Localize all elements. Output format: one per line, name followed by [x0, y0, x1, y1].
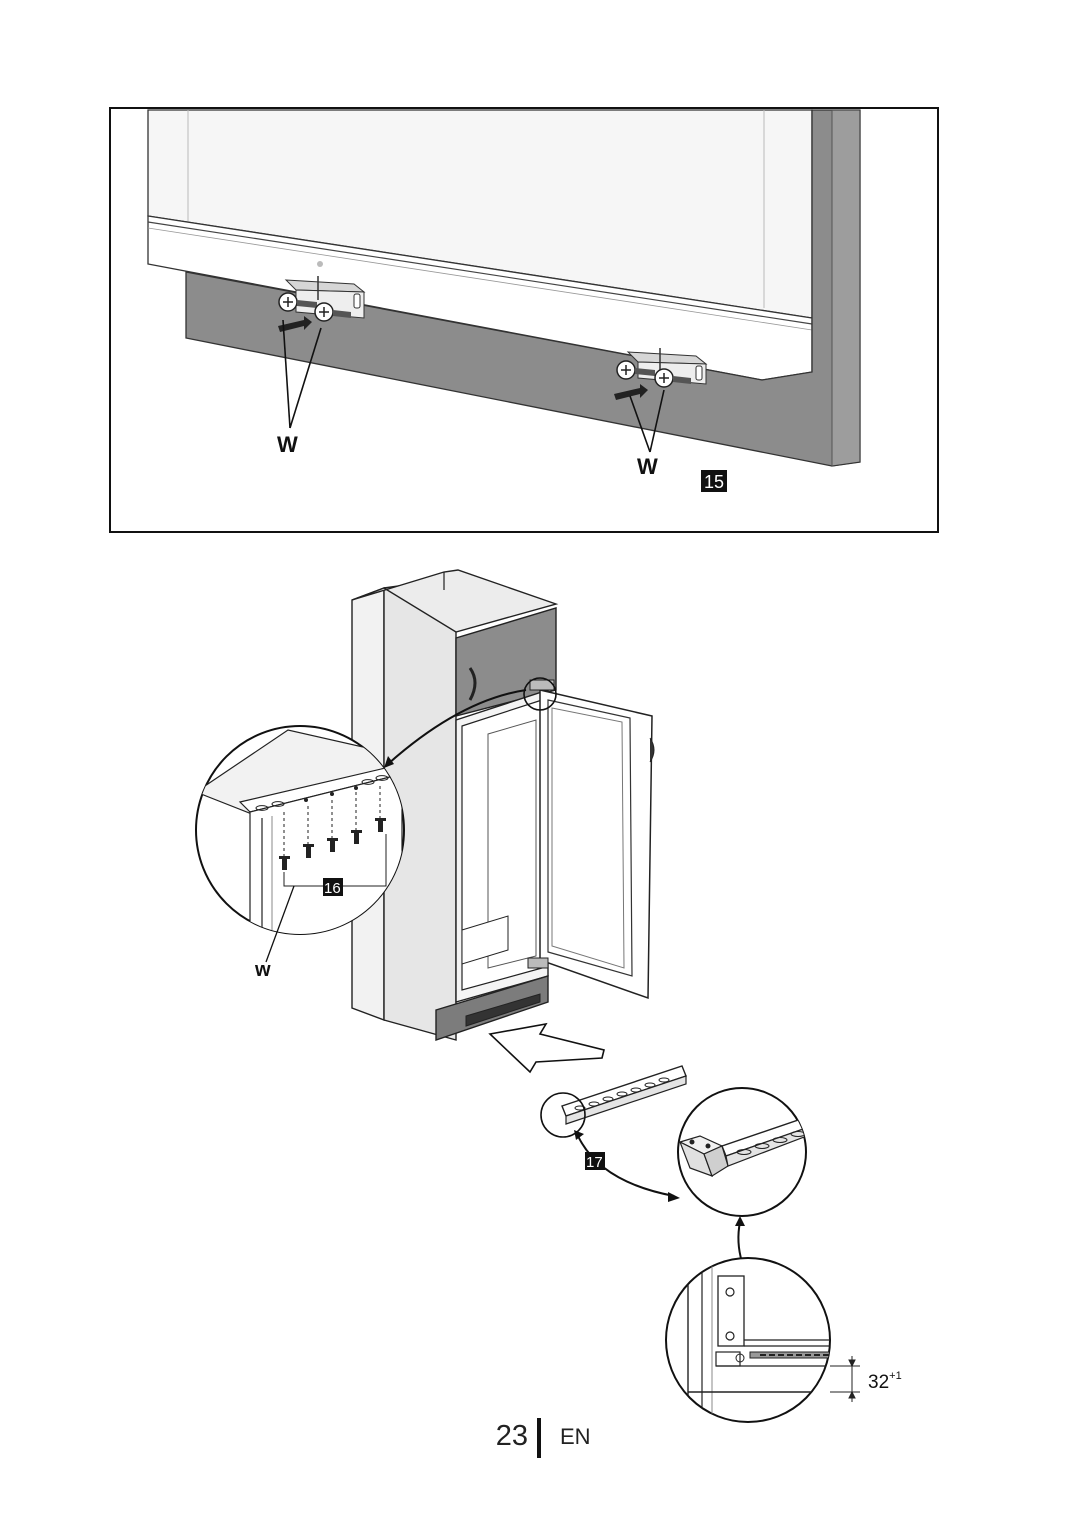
insert-arrow-icon — [488, 1022, 605, 1074]
figure-17: 17 — [488, 1022, 902, 1423]
footer-divider — [537, 1418, 541, 1458]
detail-circle-17a — [677, 1087, 807, 1217]
language-code: EN — [560, 1424, 591, 1449]
open-door — [527, 679, 655, 1000]
leader-line-16 — [265, 885, 295, 963]
label-w-left: W — [277, 432, 298, 457]
detail-marker-circle — [540, 1092, 586, 1138]
callout-arrow — [737, 1221, 743, 1263]
page-footer: 23 EN — [0, 1418, 1080, 1478]
screw-icon — [279, 818, 386, 870]
cabinet-front — [147, 109, 813, 381]
dimension-tolerance: +1 — [889, 1370, 902, 1382]
label-w-16: w — [254, 959, 271, 981]
dimension-marker — [830, 1356, 860, 1402]
figure-number-badge — [585, 1152, 605, 1170]
figure-15: W W 15 — [109, 107, 939, 533]
bracket-left — [284, 261, 366, 319]
dimension-number: 32 — [868, 1372, 889, 1393]
tall-cabinet — [351, 569, 559, 1041]
detail-marker-circle — [523, 677, 557, 711]
page-number: 23 — [495, 1420, 528, 1452]
figure-number-badge — [323, 878, 343, 896]
figure-17-number: 17 — [586, 1154, 603, 1171]
figure-number-badge — [701, 470, 727, 492]
figure-16-number: 16 — [324, 880, 341, 897]
dimension-value: 32+1 — [868, 1370, 902, 1393]
label-w-right: W — [637, 454, 658, 479]
figure-16: w 16 — [195, 569, 655, 1041]
screw-icon — [616, 360, 691, 388]
arrow-left-icon — [278, 316, 312, 332]
leader-lines — [282, 319, 665, 453]
arrow-right-icon — [614, 384, 648, 400]
vent-strip — [561, 1065, 687, 1125]
figure-15-number: 15 — [704, 472, 724, 492]
figure-15-frame — [109, 107, 939, 533]
callout-arrow — [387, 689, 527, 765]
detail-circle-17b — [665, 1257, 831, 1423]
callout-arrow — [577, 1135, 675, 1197]
screw-icon — [278, 292, 351, 322]
